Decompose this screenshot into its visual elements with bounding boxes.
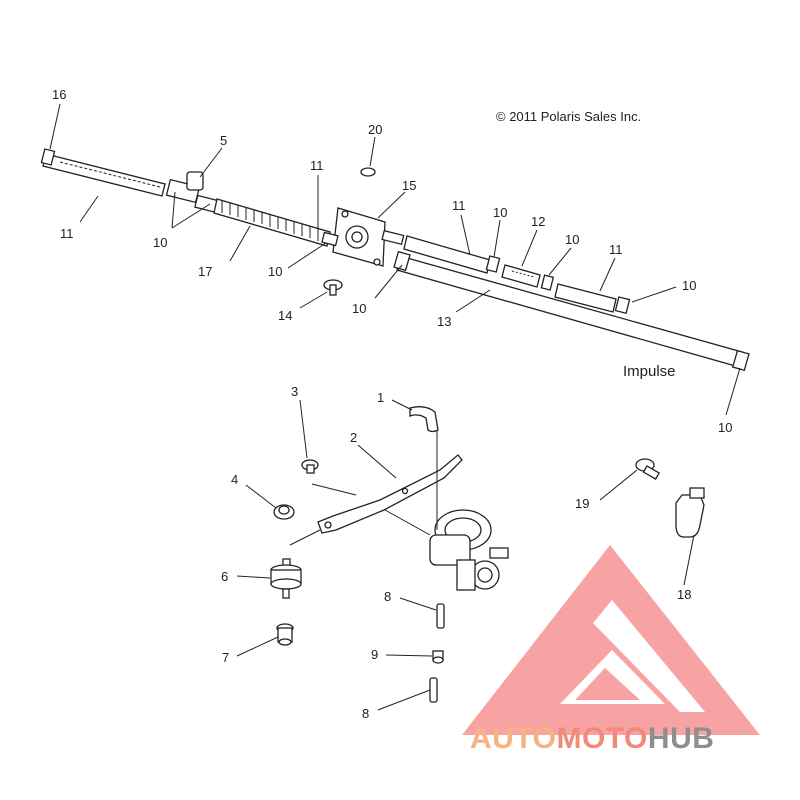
fuel-hose-upper-right	[403, 235, 491, 274]
callout-10: 10	[718, 420, 732, 435]
watermark-hub: HUB	[648, 722, 715, 755]
callout-7: 7	[222, 650, 229, 665]
callout-11: 11	[60, 226, 74, 241]
hose-clamp	[540, 274, 555, 291]
watermark-auto: AUTO	[470, 722, 556, 755]
callout-10: 10	[153, 235, 167, 250]
fuel-return-hose	[393, 250, 750, 372]
callout-3: 3	[291, 384, 298, 399]
callout-10: 10	[352, 301, 366, 316]
carb-fitting	[432, 650, 444, 664]
flange-nut	[273, 504, 295, 520]
carburetor	[429, 509, 509, 591]
callout-10: 10	[565, 232, 579, 247]
rubber-mount	[270, 558, 302, 599]
callout-11: 11	[609, 242, 623, 257]
fuel-pump	[321, 207, 405, 267]
callout-10: 10	[268, 264, 282, 279]
fuel-filter	[501, 264, 541, 288]
pump-bolt	[323, 279, 343, 296]
callout-5: 5	[220, 133, 227, 148]
callout-20: 20	[368, 122, 382, 137]
callout-18: 18	[677, 587, 691, 602]
callout-15: 15	[402, 178, 416, 193]
washer	[360, 167, 376, 177]
model-label: Impulse	[623, 363, 676, 380]
carb-pin	[436, 603, 445, 629]
callout-10: 10	[493, 205, 507, 220]
callout-2: 2	[350, 430, 357, 445]
callout-1: 1	[377, 390, 384, 405]
bracket-screw	[301, 459, 319, 474]
leader-lines	[49, 103, 741, 711]
watermark-text: AUTOMOTOHUB	[470, 722, 714, 755]
fuel-hose-left	[40, 148, 166, 197]
grommet	[276, 623, 294, 646]
callout-14: 14	[278, 308, 292, 323]
automotohub-logo	[462, 545, 760, 735]
callout-4: 4	[231, 472, 238, 487]
mounting-bracket	[317, 454, 463, 534]
callout-8: 8	[362, 706, 369, 721]
fuel-hose-short	[554, 283, 617, 313]
callout-19: 19	[575, 496, 589, 511]
callout-16: 16	[52, 87, 66, 102]
callout-17: 17	[198, 264, 212, 279]
callout-10: 10	[682, 278, 696, 293]
copyright-text: © 2011 Polaris Sales Inc.	[496, 109, 641, 124]
carb-pin	[429, 677, 438, 703]
clip-bolt	[635, 458, 661, 480]
callout-11: 11	[452, 198, 466, 213]
hose-clamp	[485, 255, 501, 273]
carb-clip	[409, 406, 439, 433]
callout-8: 8	[384, 589, 391, 604]
callout-6: 6	[221, 569, 228, 584]
callout-13: 13	[437, 314, 451, 329]
callout-11: 11	[310, 158, 324, 173]
watermark-moto: MOTO	[556, 722, 647, 755]
hose-clip	[675, 487, 705, 538]
fuel-shutoff-valve	[165, 171, 220, 214]
callout-12: 12	[531, 214, 545, 229]
braided-fuel-hose	[213, 198, 331, 247]
hose-clamp	[614, 296, 631, 315]
callout-9: 9	[371, 647, 378, 662]
